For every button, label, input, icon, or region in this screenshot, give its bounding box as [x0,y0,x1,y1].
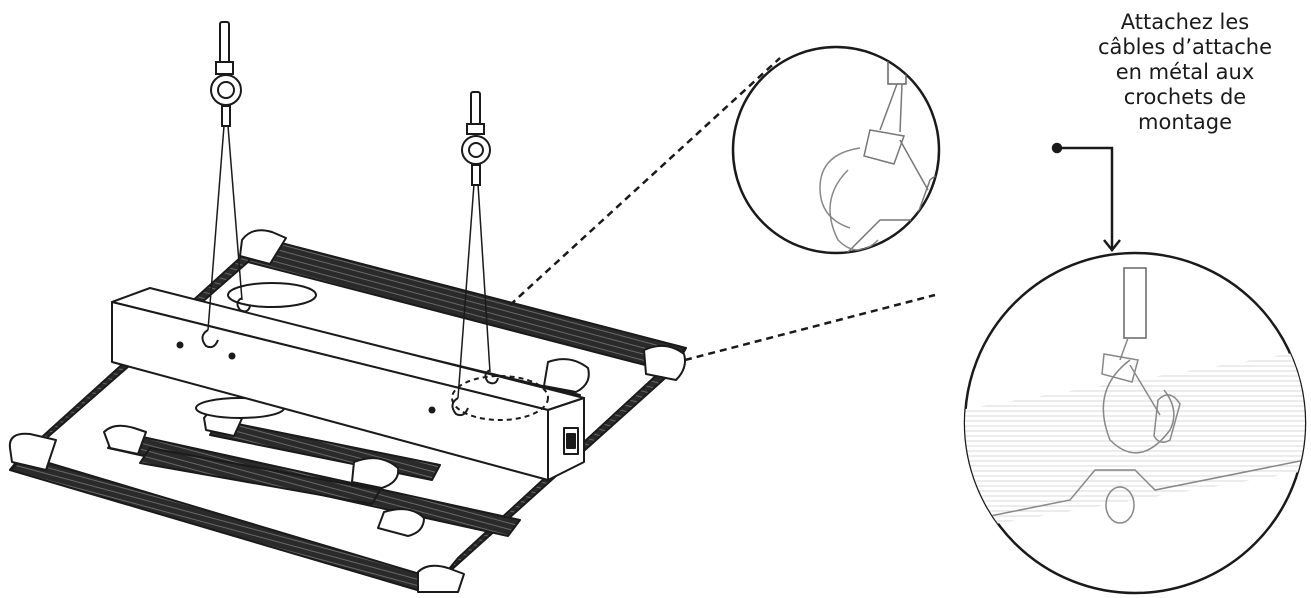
zoom-leader-lines [509,57,936,362]
caption-line: Attachez les [1120,10,1250,34]
power-switch-rocker [566,433,576,449]
end-cap [377,508,425,537]
ceiling-anchor-left [210,21,242,127]
end-cap [543,358,590,393]
corner-cap [417,564,465,593]
mounting-hook [236,297,251,313]
detail-circle-after [963,251,1307,595]
lens-housing [227,282,317,308]
caption-line: crochets de [1123,85,1247,109]
end-cap [103,424,147,455]
instruction-caption: Attachez les câbles d’attache en métal a… [1060,10,1310,135]
caption-line: en métal aux [1115,60,1255,84]
caption-line: câbles d’attache [1097,35,1273,59]
caption-line: montage [1138,110,1232,134]
suspension-cables [207,125,491,399]
inner-bar-4 [139,447,381,505]
detail-marker [451,375,549,421]
corner-cap [643,344,686,381]
corner-cap [8,432,57,471]
mounting-hook [201,329,219,349]
corner-cap [239,229,287,265]
callout-arrow [1051,142,1121,253]
mounting-hook [484,369,499,385]
led-fixture [8,229,687,593]
arrow-head [1103,239,1121,253]
ceiling-anchor-right [461,91,491,186]
detail-circle-before [731,45,941,255]
end-cap [351,457,400,489]
